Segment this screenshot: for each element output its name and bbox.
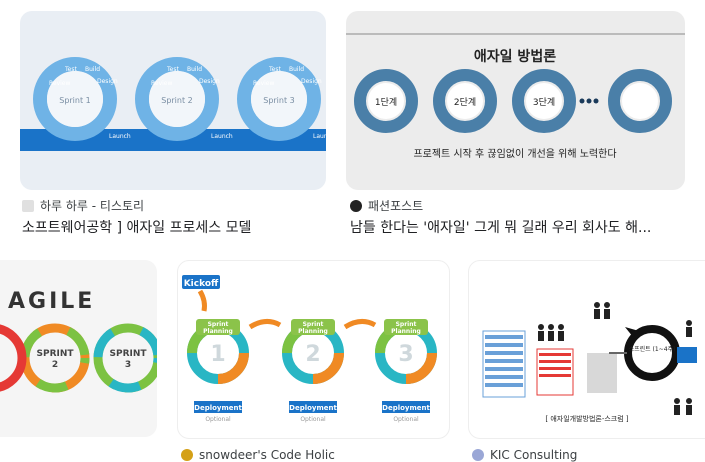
scrum-caption: [ 애자일개발방법론-스크럼 ] xyxy=(545,414,629,423)
optional-label: Optional xyxy=(205,416,231,423)
next-sprint-arrow xyxy=(250,321,280,327)
agile-title: AGILE xyxy=(8,289,95,314)
snowdeer-favicon-icon xyxy=(181,449,193,461)
deployment-label: Deployment xyxy=(194,404,242,412)
source-name: 하루 하루 - 티스토리 xyxy=(40,197,144,214)
phase-label: Test xyxy=(166,66,179,73)
agile-method-diagram: 애자일 방법론 1단계 2단계 3단계 프로젝트 시작 후 끊임없이 개선을 위해 … xyxy=(346,11,685,190)
source-name: KIC Consulting xyxy=(490,448,577,462)
phase-label: Design xyxy=(301,78,322,85)
sprint-label: Sprint 3 xyxy=(263,96,295,105)
sprint-planning-label: Sprint xyxy=(208,321,229,328)
launch-label: Launch xyxy=(109,133,131,140)
ellipsis-dot xyxy=(594,99,599,104)
optional-label: Optional xyxy=(393,416,419,423)
result-title-2[interactable]: 남들 한다는 '애자일' 그게 뭐 길래 우리 회사도 해... xyxy=(350,217,680,237)
result-thumbnail-5[interactable]: 스프린트 (1~4주) [ 애자일개발방법론-스크럼 ] xyxy=(468,260,705,439)
phase-label: Build xyxy=(289,66,304,73)
sprint-ring xyxy=(0,328,22,388)
sprint-number: 2 xyxy=(305,342,320,367)
sprint-label: SPRINT xyxy=(109,349,147,359)
sprint-label: 2 xyxy=(52,360,58,370)
sprint-planning-label: Planning xyxy=(298,328,328,335)
stage-core xyxy=(622,83,658,119)
deployment-label: Deployment xyxy=(382,404,430,412)
result-source-2[interactable]: 패션포스트 xyxy=(350,197,423,214)
phase-label: Review xyxy=(49,80,71,87)
launch-label: Launch xyxy=(313,133,326,140)
kickoff-label: Kickoff xyxy=(184,279,219,289)
source-name: 패션포스트 xyxy=(368,197,423,214)
ellipsis-dot xyxy=(580,99,585,104)
fashionpost-favicon-icon xyxy=(350,200,362,212)
stage-label: 3단계 xyxy=(533,96,555,108)
result-source-1[interactable]: 하루 하루 - 티스토리 xyxy=(22,197,144,214)
sprint-planning-label: Sprint xyxy=(396,321,417,328)
result-title-1[interactable]: 소프트웨어공학 ] 애자일 프로세스 모델 xyxy=(22,217,326,237)
phase-label: Review xyxy=(151,80,173,87)
kickoff-arrow xyxy=(200,291,205,311)
tistory-favicon-icon xyxy=(22,200,34,212)
phase-label: Design xyxy=(199,78,220,85)
sprint-planning-label: Planning xyxy=(203,328,233,335)
sprint-label: SPRINT xyxy=(36,349,74,359)
phase-label: Design xyxy=(97,78,118,85)
phase-label: Build xyxy=(85,66,100,73)
optional-label: Optional xyxy=(300,416,326,423)
sprint-label: 3 xyxy=(125,360,131,370)
kic-favicon-icon xyxy=(472,449,484,461)
phase-label: Test xyxy=(64,66,77,73)
diagram-footer: 프로젝트 시작 후 끊임없이 개선을 위해 노력한다 xyxy=(413,147,616,160)
sprint-label: Sprint 1 xyxy=(59,96,91,105)
result-source-5[interactable]: KIC Consulting xyxy=(472,448,577,462)
ellipsis-dot xyxy=(587,99,592,104)
result-thumbnail-2[interactable]: 애자일 방법론 1단계 2단계 3단계 프로젝트 시작 후 끊임없이 개선을 위해 … xyxy=(346,11,685,190)
phase-label: Test xyxy=(268,66,281,73)
stage-label: 1단계 xyxy=(375,96,397,108)
phase-label: Review xyxy=(253,80,275,87)
sprint-number: 3 xyxy=(398,342,413,367)
scrum-diagram: 스프린트 (1~4주) [ 애자일개발방법론-스크럼 ] xyxy=(469,261,705,438)
phase-label: Build xyxy=(187,66,202,73)
scrum-cycle-label: 스프린트 (1~4주) xyxy=(629,346,676,353)
sprint-planning-label: Planning xyxy=(391,328,421,335)
launch-label: Launch xyxy=(211,133,233,140)
diagram-title: 애자일 방법론 xyxy=(474,48,556,65)
stage-label: 2단계 xyxy=(454,96,476,108)
source-name: snowdeer's Code Holic xyxy=(199,448,335,462)
result-source-4[interactable]: snowdeer's Code Holic xyxy=(181,448,335,462)
sprint-number: 1 xyxy=(210,342,225,367)
next-sprint-arrow xyxy=(345,321,375,327)
sprint-planning-diagram: Kickoff SprintPlanning1DeploymentOptiona… xyxy=(178,261,449,438)
sprint-planning-label: Sprint xyxy=(303,321,324,328)
deployment-label: Deployment xyxy=(289,404,337,412)
sprint-label: Sprint 2 xyxy=(161,96,193,105)
